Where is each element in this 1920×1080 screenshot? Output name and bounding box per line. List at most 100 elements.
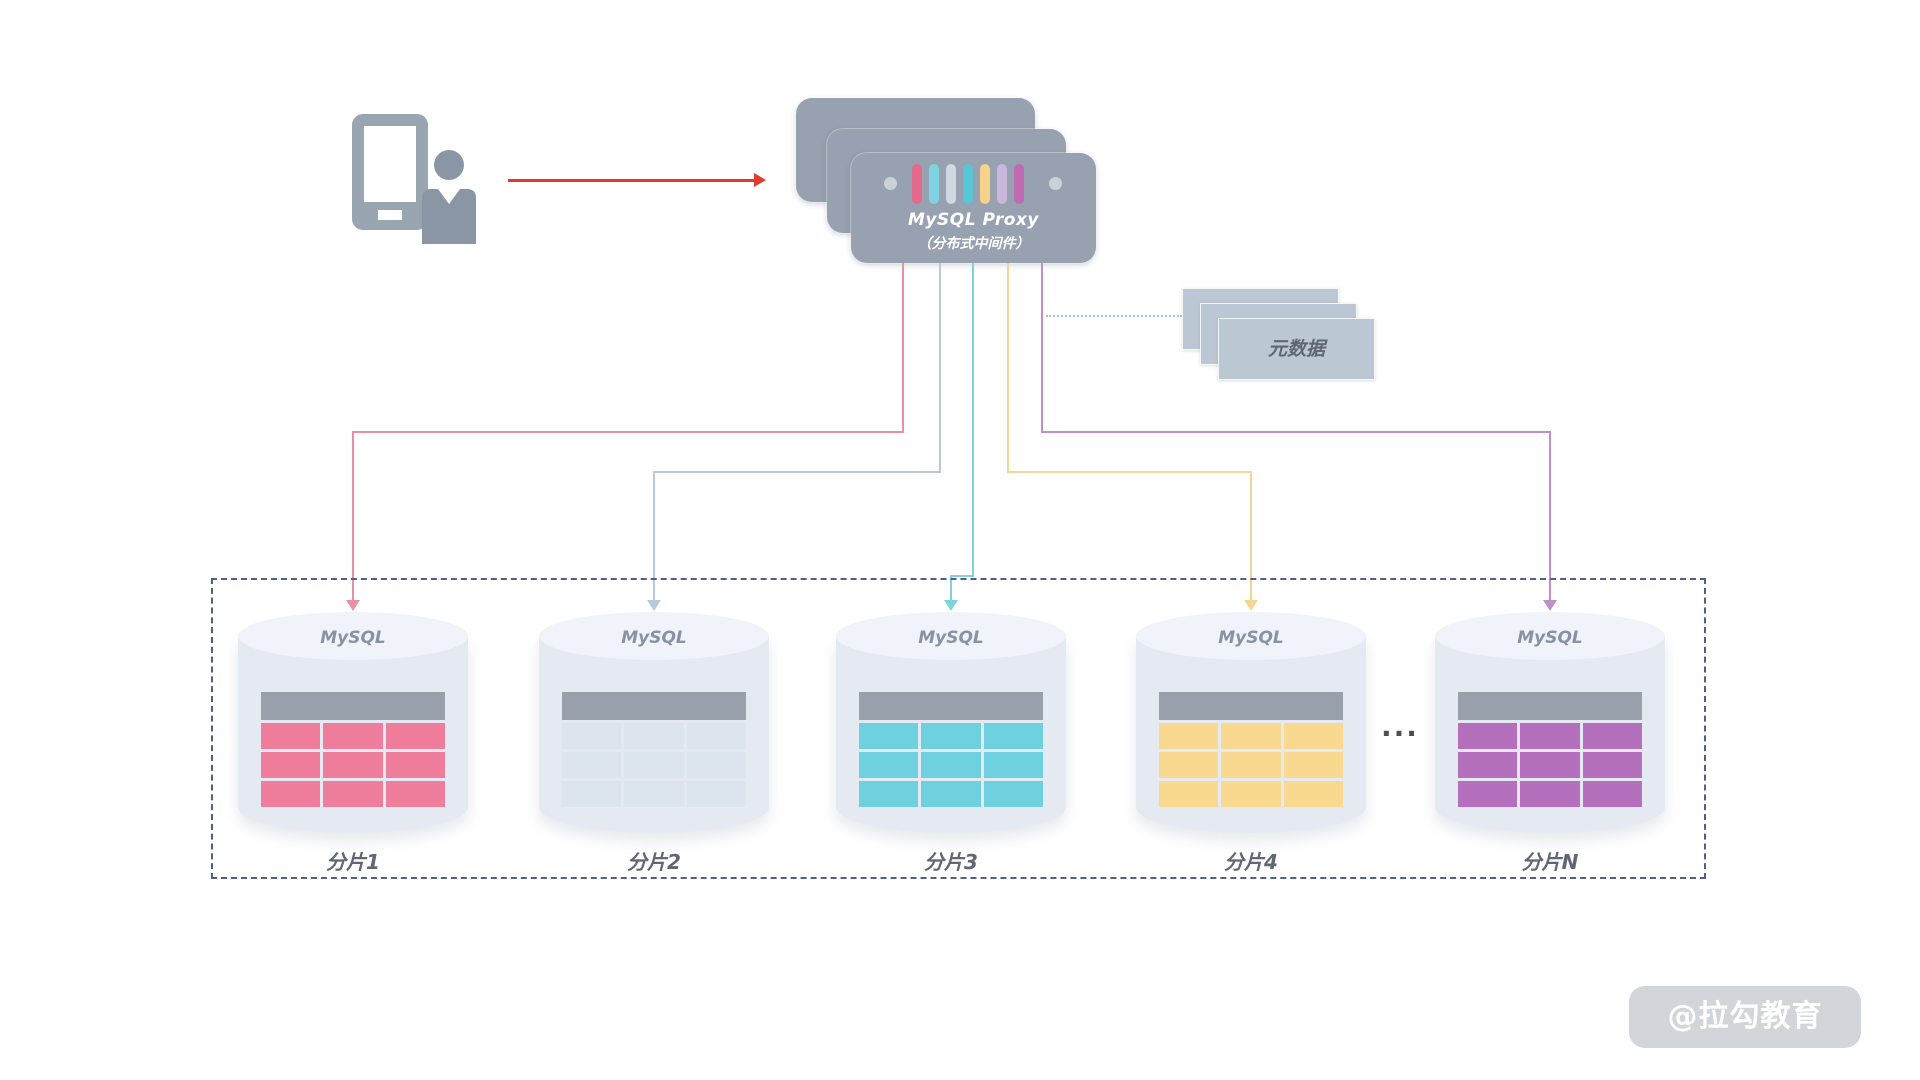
proxy-card-front: MySQL Proxy （分布式中间件） <box>851 153 1096 263</box>
table-header-row <box>1159 692 1343 720</box>
table-cell <box>859 723 919 749</box>
mysql-shard: MySQL 分片4 <box>1136 612 1366 887</box>
shard-link-line <box>653 471 655 602</box>
metadata-link-line <box>1046 315 1182 317</box>
shard-label: 分片3 <box>924 850 978 874</box>
table-cell <box>1458 752 1518 778</box>
traffic-bar <box>929 164 939 204</box>
table-cell <box>624 752 684 778</box>
table-cell <box>1283 752 1343 778</box>
traffic-bar <box>980 164 990 204</box>
proxy-subtitle: （分布式中间件） <box>917 236 1030 252</box>
table-cell <box>1159 752 1219 778</box>
shard-link-line <box>1041 431 1551 433</box>
cylinder-top <box>1435 612 1665 660</box>
cylinder-top <box>238 612 468 660</box>
shard-table <box>859 692 1043 807</box>
table-cell <box>385 723 445 749</box>
table-cell <box>1221 723 1281 749</box>
table-cell <box>921 752 981 778</box>
table-cell <box>921 781 981 807</box>
table-cell <box>1221 752 1281 778</box>
mysql-shard: MySQL 分片N <box>1435 612 1665 887</box>
shard-label: 分片1 <box>326 850 380 874</box>
mysql-shard: MySQL 分片3 <box>836 612 1066 887</box>
ellipsis: ... <box>1381 710 1419 743</box>
shard-link-line <box>950 575 952 602</box>
traffic-bar <box>997 164 1007 204</box>
shard-arrowhead-icon <box>346 600 360 611</box>
mysql-label: MySQL <box>320 628 386 648</box>
table-header-row <box>1458 692 1642 720</box>
table-header-row <box>562 692 746 720</box>
status-dot-icon <box>1049 177 1062 190</box>
table-cell <box>983 781 1043 807</box>
table-cell <box>686 723 746 749</box>
shard-link-line <box>1250 471 1252 602</box>
traffic-bar <box>946 164 956 204</box>
table-cell <box>385 781 445 807</box>
table-cell <box>1283 781 1343 807</box>
shard-arrowhead-icon <box>1543 600 1557 611</box>
mysql-shard: MySQL 分片1 <box>238 612 468 887</box>
table-cell <box>624 723 684 749</box>
table-cell <box>686 781 746 807</box>
traffic-bar <box>963 164 973 204</box>
table-grid <box>261 723 445 807</box>
table-cell <box>562 752 622 778</box>
table-header-row <box>859 692 1043 720</box>
table-grid <box>859 723 1043 807</box>
table-cell <box>562 723 622 749</box>
table-cell <box>261 781 321 807</box>
cylinder-top <box>1136 612 1366 660</box>
request-arrow-line <box>508 179 756 182</box>
table-cell <box>1520 752 1580 778</box>
table-cell <box>859 781 919 807</box>
cylinder-top <box>539 612 769 660</box>
table-grid <box>562 723 746 807</box>
shard-link-line <box>1007 471 1252 473</box>
request-arrowhead-icon <box>754 173 766 187</box>
proxy-title: MySQL Proxy <box>908 210 1039 230</box>
shard-link-line <box>939 263 941 471</box>
mysql-label: MySQL <box>1218 628 1284 648</box>
table-cell <box>261 723 321 749</box>
shard-label: 分片2 <box>627 850 681 874</box>
shard-link-line <box>902 263 904 431</box>
watermark-badge: @拉勾教育 <box>1629 986 1861 1048</box>
mysql-label: MySQL <box>621 628 687 648</box>
table-header-row <box>261 692 445 720</box>
table-cell <box>983 752 1043 778</box>
shard-label: 分片4 <box>1224 850 1278 874</box>
table-cell <box>1283 723 1343 749</box>
table-cell <box>686 752 746 778</box>
shard-link-line <box>352 431 354 602</box>
table-cell <box>1458 723 1518 749</box>
client-icon <box>350 112 486 244</box>
shard-table <box>1159 692 1343 807</box>
table-cell <box>1159 781 1219 807</box>
table-cell <box>1458 781 1518 807</box>
table-cell <box>385 752 445 778</box>
table-grid <box>1159 723 1343 807</box>
shard-link-line <box>950 575 974 577</box>
shard-arrowhead-icon <box>944 600 958 611</box>
shard-label: 分片N <box>1521 850 1579 874</box>
metadata-card-front <box>1218 318 1375 380</box>
shard-link-line <box>352 431 904 433</box>
traffic-bar <box>912 164 922 204</box>
shard-link-line <box>972 263 974 577</box>
table-cell <box>323 781 383 807</box>
table-cell <box>624 781 684 807</box>
shard-link-line <box>1007 263 1009 471</box>
mysql-label: MySQL <box>1517 628 1583 648</box>
table-cell <box>323 752 383 778</box>
table-cell <box>1582 723 1642 749</box>
traffic-bar <box>1014 164 1024 204</box>
proxy-stack: MySQL Proxy （分布式中间件） <box>796 98 1098 266</box>
shard-table <box>1458 692 1642 807</box>
table-cell <box>983 723 1043 749</box>
table-grid <box>1458 723 1642 807</box>
client-device-icon <box>352 114 476 244</box>
table-cell <box>1221 781 1281 807</box>
